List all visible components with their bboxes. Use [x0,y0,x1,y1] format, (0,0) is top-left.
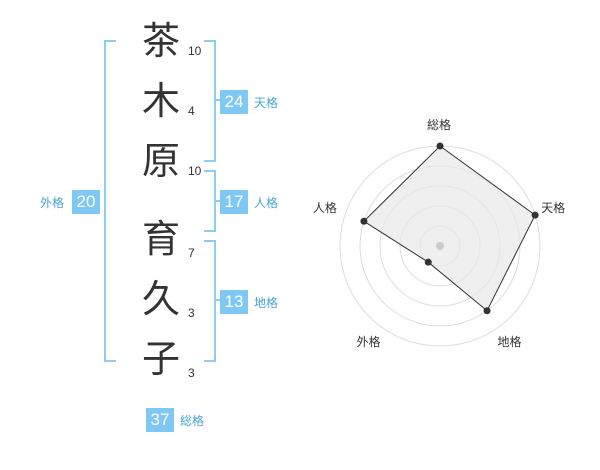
surname-char-2: 木 [141,79,180,123]
radar-point-2 [483,307,491,315]
jinkaku-label: 人格 [254,196,279,210]
radar-center-dot [436,242,444,250]
surname-char-3-strokes: 10 [188,164,202,178]
given-char-3: 子 [141,337,180,381]
tenkaku-label: 天格 [254,96,279,110]
radar-axis-label: 地格 [497,335,522,350]
tenkaku-value: 24 [220,90,248,114]
surname-char-3: 原 [141,139,180,183]
chikaku-bracket [204,240,216,362]
radar-axis-label: 総格 [427,118,452,132]
chikaku-bracket-tick [214,299,222,301]
radar-value-polygon [363,145,536,312]
surname-char-1: 茶 [141,19,180,63]
chikaku-label: 地格 [254,296,279,310]
chikaku-value: 13 [220,290,248,314]
gaikaku-label: 外格 [40,196,65,210]
soukaku-value: 37 [146,408,174,432]
jinkaku-value: 17 [220,190,248,214]
given-char-3-strokes: 3 [188,366,195,380]
jinkaku-bracket-tick [214,200,222,202]
surname-char-1-strokes: 10 [188,44,202,58]
given-char-2-strokes: 3 [188,306,195,320]
surname-char-2-strokes: 4 [188,104,195,118]
gaikaku-value: 20 [72,190,100,214]
radar-point-0 [436,142,444,150]
radar-axis-label: 外格 [356,335,381,350]
radar-point-1 [531,211,539,219]
tenkaku-bracket [204,40,216,162]
radar-axis-label: 天格 [541,200,566,215]
soukaku-label: 総格 [180,414,205,428]
given-char-2: 久 [141,277,180,321]
gaikaku-bracket [104,40,116,362]
radar-point-3 [424,258,432,266]
given-char-1: 育 [141,217,180,261]
radar-point-4 [360,217,368,225]
given-char-1-strokes: 7 [188,246,195,260]
tenkaku-bracket-tick [214,99,222,101]
radar-axis-label: 人格 [312,200,337,215]
